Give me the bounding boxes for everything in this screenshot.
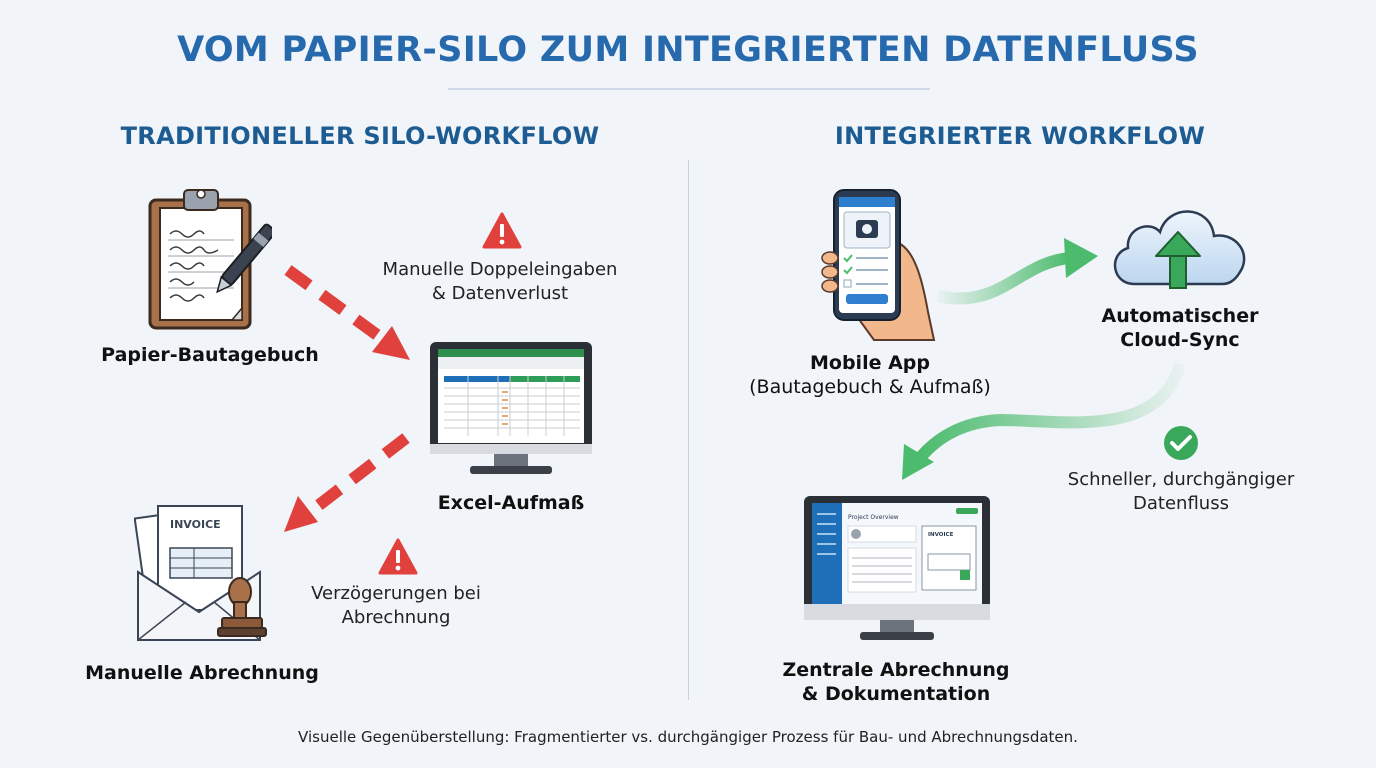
dashboard-invoice-word: INVOICE bbox=[928, 532, 954, 538]
title-underline bbox=[448, 88, 930, 90]
central-billing-line2: & Dokumentation bbox=[801, 683, 991, 705]
spreadsheet-monitor-icon bbox=[430, 342, 592, 474]
dashboard-title: Project Overview bbox=[848, 514, 899, 521]
warning-delay-line2: Abrechnung bbox=[341, 607, 451, 628]
dashboard-monitor-icon: Project Overview INVOICE bbox=[804, 496, 990, 640]
benefit-line1: Schneller, durchgängiger bbox=[1067, 469, 1295, 490]
mobile-app-label: Mobile App bbox=[810, 352, 930, 374]
warning-double-entry-text: Manuelle Doppeleingaben & Datenverlust bbox=[360, 258, 640, 306]
invoice-word: INVOICE bbox=[170, 518, 221, 531]
warning-delay-line1: Verzögerungen bei bbox=[311, 583, 481, 604]
page-title: VOM PAPIER-SILO ZUM INTEGRIERTEN DATENFL… bbox=[177, 30, 1199, 70]
mobile-app-sublabel: (Bautagebuch & Aufmaß) bbox=[749, 376, 991, 398]
green-flow-arrow-app-to-cloud bbox=[936, 238, 1098, 305]
warning-delay-text: Verzögerungen bei Abrechnung bbox=[280, 582, 512, 630]
cloud-upload-icon bbox=[1113, 210, 1246, 289]
clipboard-icon bbox=[148, 189, 272, 330]
right-section-heading: INTEGRIERTER WORKFLOW bbox=[834, 122, 1206, 150]
central-billing-label: Zentrale Abrechnung & Dokumentation bbox=[750, 658, 1042, 706]
check-circle-icon bbox=[1164, 426, 1198, 460]
figure-caption: Visuelle Gegenüberstellung: Fragmentiert… bbox=[298, 728, 1078, 746]
section-divider bbox=[688, 160, 689, 700]
cloud-sync-label: Automatischer Cloud-Sync bbox=[1080, 304, 1280, 352]
benefit-line2: Datenfluss bbox=[1133, 493, 1229, 514]
benefit-text: Schneller, durchgängiger Datenfluss bbox=[1050, 468, 1312, 516]
manual-billing-label: Manuelle Abrechnung bbox=[85, 662, 319, 684]
warning-double-entry-line1: Manuelle Doppeleingaben bbox=[382, 259, 618, 280]
cloud-sync-line2: Cloud-Sync bbox=[1120, 329, 1240, 351]
invoice-envelope-icon: INVOICE bbox=[134, 505, 267, 641]
central-billing-line1: Zentrale Abrechnung bbox=[782, 659, 1010, 681]
cloud-sync-line1: Automatischer bbox=[1101, 305, 1259, 327]
left-section-heading: TRADITIONELLER SILO-WORKFLOW bbox=[120, 122, 600, 150]
smartphone-hand-icon bbox=[821, 189, 936, 341]
warning-double-entry-line2: & Datenverlust bbox=[431, 283, 569, 304]
excel-measurement-label: Excel-Aufmaß bbox=[437, 492, 585, 514]
red-dashed-arrow-excel-to-billing bbox=[284, 433, 410, 532]
paper-logbook-label: Papier-Bautagebuch bbox=[101, 344, 319, 366]
warning-triangle-icon bbox=[482, 212, 522, 249]
warning-triangle-icon bbox=[378, 538, 418, 575]
